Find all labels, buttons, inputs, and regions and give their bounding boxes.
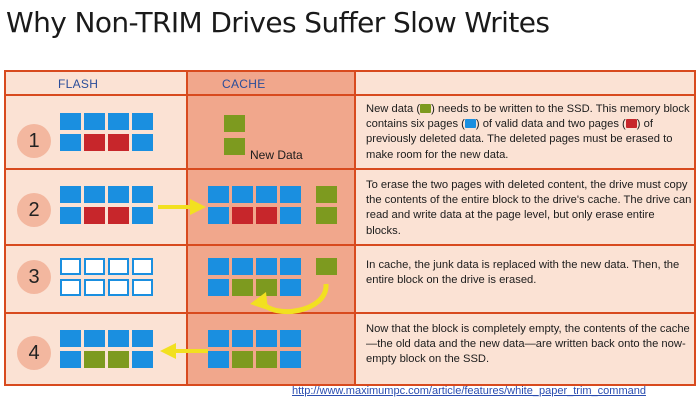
row-3-flash-block-page [84,258,105,275]
row-2-flash-block-page [84,207,105,224]
row-4-desc [356,314,694,384]
new-data-page [316,258,337,275]
green-swatch-icon [420,104,432,113]
row-3-cache-block-page [208,258,229,275]
header-cell-cache [188,72,354,94]
new-data-page [316,207,337,224]
row-3-desc [356,246,694,312]
row-2-cache-block-page [256,207,277,224]
row-2-cache-block-page [256,186,277,203]
row-1-flash-block-page [84,134,105,151]
step-number-2: 2 [17,193,51,227]
row-4-flash-block-page [84,330,105,347]
row-3-cache-block-page [232,279,253,296]
step-1-text-part: ) of previously deleted data. The delete… [366,118,673,161]
page-title: Why Non-TRIM Drives Suffer Slow Writes [6,6,550,39]
source-link[interactable]: http://www.maximumpc.com/article/feature… [292,385,646,397]
row-4-flash-block-page [132,330,153,347]
step-1-text-part: ) of valid data and two pages ( [475,118,626,131]
new-data-page [224,138,245,155]
row-3-flash-block-page [60,258,81,275]
row-3-cache-block-page [280,258,301,275]
row-1-flash-block-page [108,113,129,130]
row-2-flash-block-page [108,186,129,203]
row-3-flash-block-page [132,279,153,296]
row-4-cache [188,314,354,384]
row-3-cache-block-page [280,279,301,296]
blue-swatch-icon [464,119,476,129]
step-3-description: In cache, the junk data is replaced with… [366,259,680,287]
row-3-cache-block-page [232,258,253,275]
arrow-curved-icon [250,283,329,315]
new-data-page [224,115,245,132]
row-1-cache [188,96,354,168]
row-4-cache-block-page [208,330,229,347]
header-flash: FLASH [58,77,99,91]
row-1-desc [356,96,694,168]
arrow-right-icon [158,199,206,215]
red-swatch-icon [625,119,637,129]
row-1-flash-block-page [60,113,81,130]
new-data-page [316,186,337,203]
row-4-flash-block-page [84,351,105,368]
row-2-flash-block-page [60,186,81,203]
step-2-description: To erase the two pages with deleted cont… [366,179,692,237]
row-4-cache-block-page [280,351,301,368]
row-3-cache-block-page [208,279,229,296]
row-1-flash-block-page [132,113,153,130]
row-2-flash-block-page [108,207,129,224]
step-1-text-part: ) needs to be written to the SSD. This m… [366,103,690,131]
step-1-text-part: New data ( [366,103,421,115]
row-1-flash-block-page [132,134,153,151]
row-4-flash-block-page [108,351,129,368]
row-3-flash-block-page [132,258,153,275]
row-2-cache-block-page [232,186,253,203]
row-3-flash-block-page [84,279,105,296]
row-4-flash-block-page [60,330,81,347]
new-data-label: New Data [250,148,303,162]
row-3-cache-block-page [256,258,277,275]
step-4-description: Now that the block is completely empty, … [366,323,690,366]
row-3-cache-block-page [256,279,277,296]
header-cache: CACHE [222,77,266,91]
row-1-flash-block-page [84,113,105,130]
row-2-desc [356,170,694,244]
row-2-cache-block-page [232,207,253,224]
row-4-cache-block-page [208,351,229,368]
row-4-flash-block-page [60,351,81,368]
header-cell-desc [356,72,694,94]
row-1-flash-block-page [60,134,81,151]
row-2-flash-block-page [84,186,105,203]
header-cell-flash [6,72,186,94]
step-number-4: 4 [17,336,51,370]
row-2-flash-block-page [132,186,153,203]
row-4-cache-block-page [232,330,253,347]
step-number-1: 1 [17,124,51,158]
row-4-cache-block-page [280,330,301,347]
row-4-flash-block-page [108,330,129,347]
diagram-table [4,70,696,386]
arrow-left-icon [160,343,208,359]
step-1-description: New data () needs to be written to the S… [366,102,692,163]
row-2-flash-block-page [132,207,153,224]
row-2-cache-block-page [208,207,229,224]
row-4-cache-block-page [256,330,277,347]
row-2-flash-block-page [60,207,81,224]
row-3-flash-block-page [108,258,129,275]
row-4-cache-block-page [232,351,253,368]
row-1-flash-block-page [108,134,129,151]
row-2-cache-block-page [280,186,301,203]
row-2-cache-block-page [208,186,229,203]
row-4-cache-block-page [256,351,277,368]
row-4-flash-block-page [132,351,153,368]
step-number-3: 3 [17,260,51,294]
row-3-flash-block-page [108,279,129,296]
row-2-cache-block-page [280,207,301,224]
row-3-flash-block-page [60,279,81,296]
